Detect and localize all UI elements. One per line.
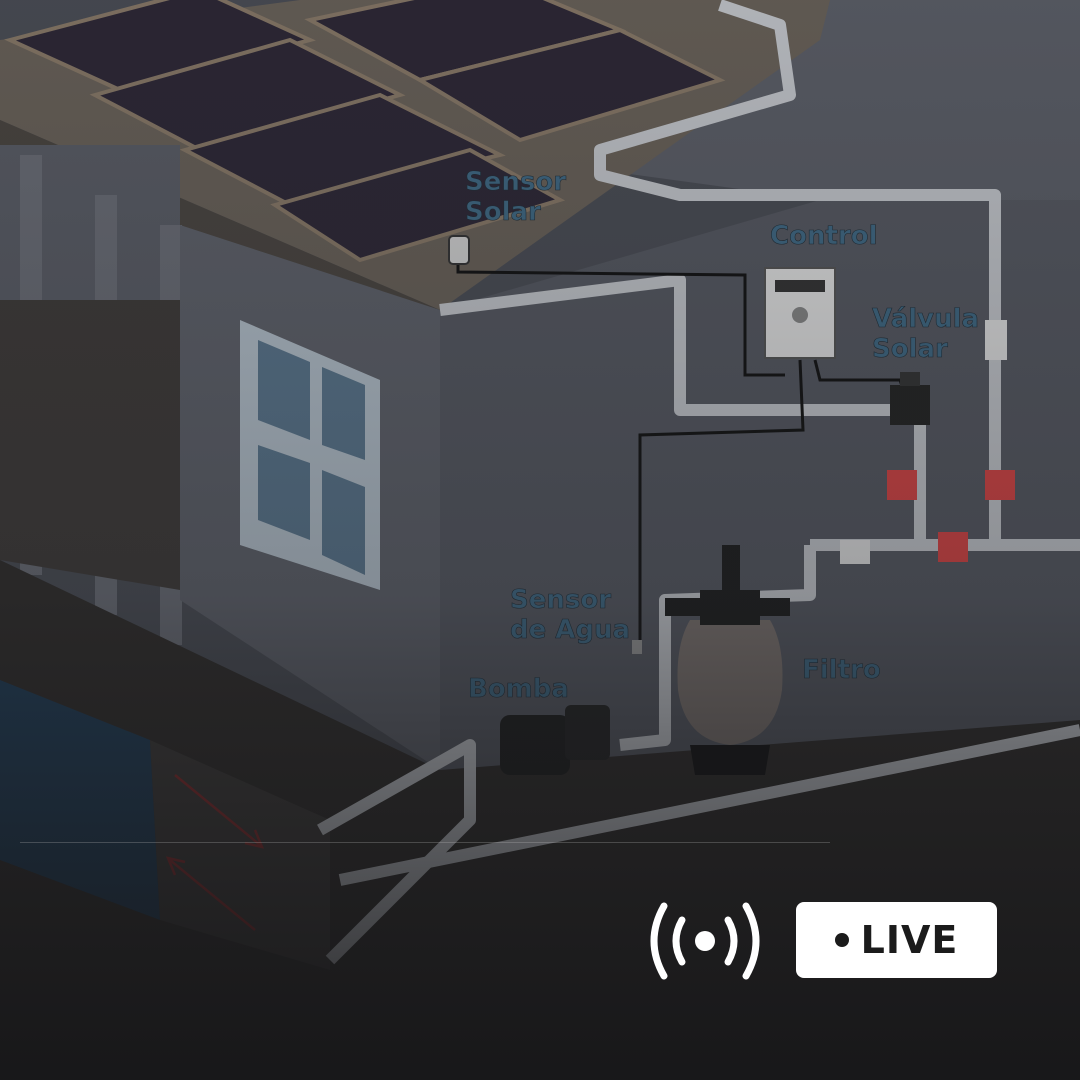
label-sensor-solar-line1: Sensor <box>465 167 566 197</box>
broadcast-icon <box>650 902 760 980</box>
control-box <box>764 267 836 359</box>
label-sensor-solar-line2: Solar <box>465 197 541 227</box>
label-bomba: Bomba <box>468 674 569 704</box>
label-filtro: Filtro <box>802 655 881 685</box>
label-sensor-agua-line1: Sensor <box>510 585 611 615</box>
label-control: Control <box>770 221 877 251</box>
divider-line <box>20 842 830 843</box>
live-dot-icon <box>834 933 849 947</box>
sensor-solar-device <box>448 235 470 265</box>
label-valvula-line1: Válvula <box>872 304 979 334</box>
sensor-agua-device <box>632 640 642 654</box>
label-sensor-agua-line2: de Agua <box>510 615 630 645</box>
porch-floor <box>0 300 180 590</box>
live-label: LIVE <box>860 918 959 962</box>
label-valvula-line2: Solar <box>872 334 948 364</box>
live-badge[interactable]: LIVE <box>796 902 997 978</box>
